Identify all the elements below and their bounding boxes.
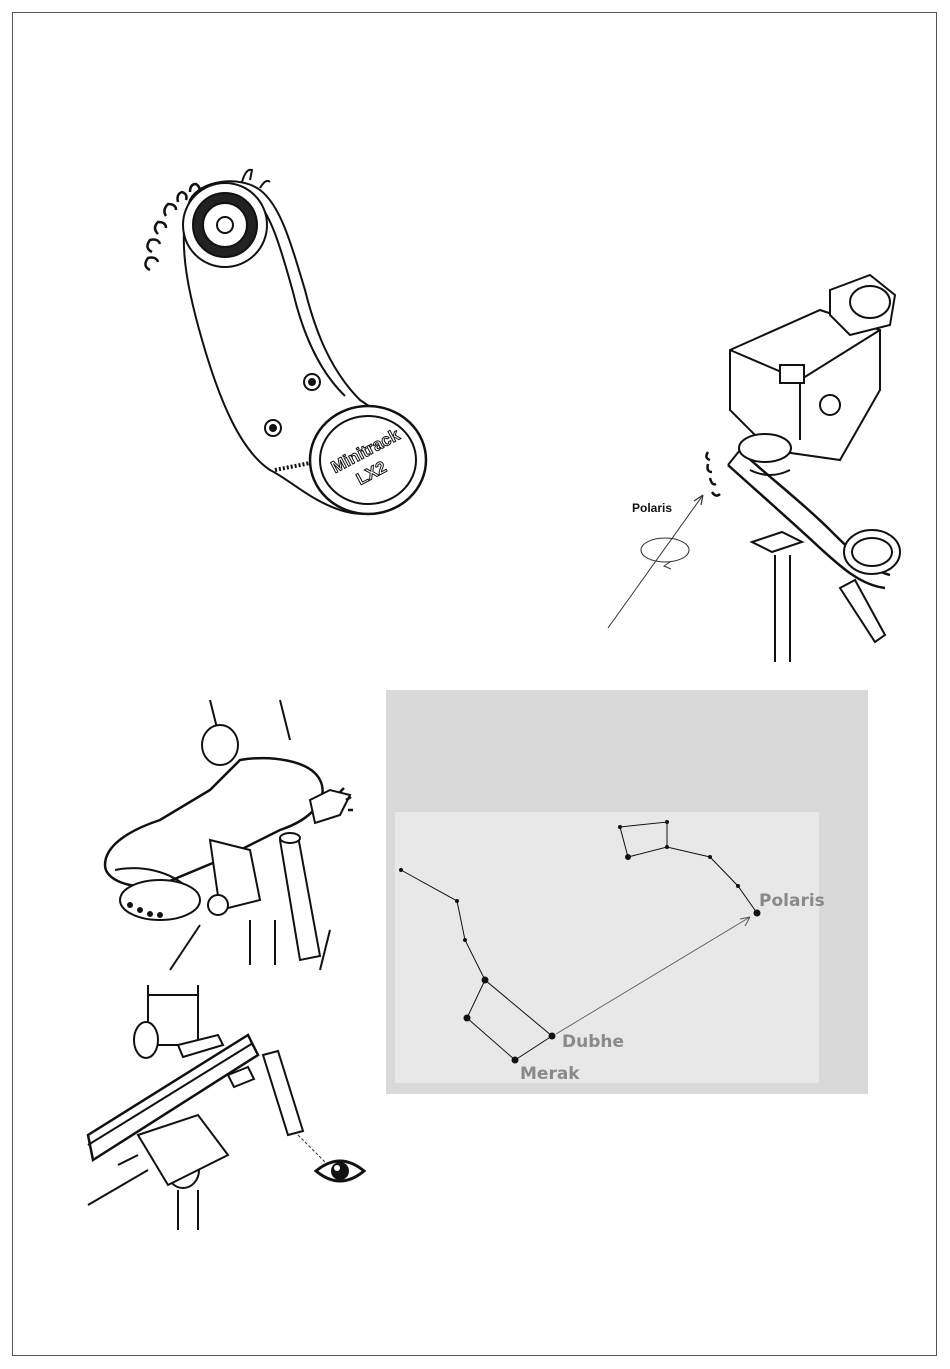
star — [464, 1015, 471, 1022]
star — [625, 854, 631, 860]
eye-icon — [316, 1161, 364, 1181]
rotation-arrow-icon — [641, 538, 689, 569]
star — [665, 845, 669, 849]
polar-scope-view-illustration — [88, 985, 368, 1235]
star — [665, 820, 669, 824]
star — [708, 855, 712, 859]
star-merak — [512, 1057, 519, 1064]
star — [455, 899, 459, 903]
polar-scope-mount-illustration — [100, 700, 365, 970]
polaris-label: Polaris — [632, 501, 672, 515]
star — [736, 884, 740, 888]
star — [482, 977, 489, 984]
minitrack-illustration: Minitrack LX2 — [130, 160, 450, 530]
polaris-star-label: Polaris — [759, 891, 825, 911]
merak-star-label: Merak — [520, 1064, 580, 1084]
star-chart: Polaris Dubhe Merak — [386, 690, 868, 1094]
star-dubhe — [549, 1033, 556, 1040]
polar-alignment-illustration: Polaris — [600, 270, 920, 670]
star — [463, 938, 467, 942]
dubhe-star-label: Dubhe — [562, 1032, 624, 1052]
star — [399, 868, 403, 872]
star — [618, 825, 622, 829]
